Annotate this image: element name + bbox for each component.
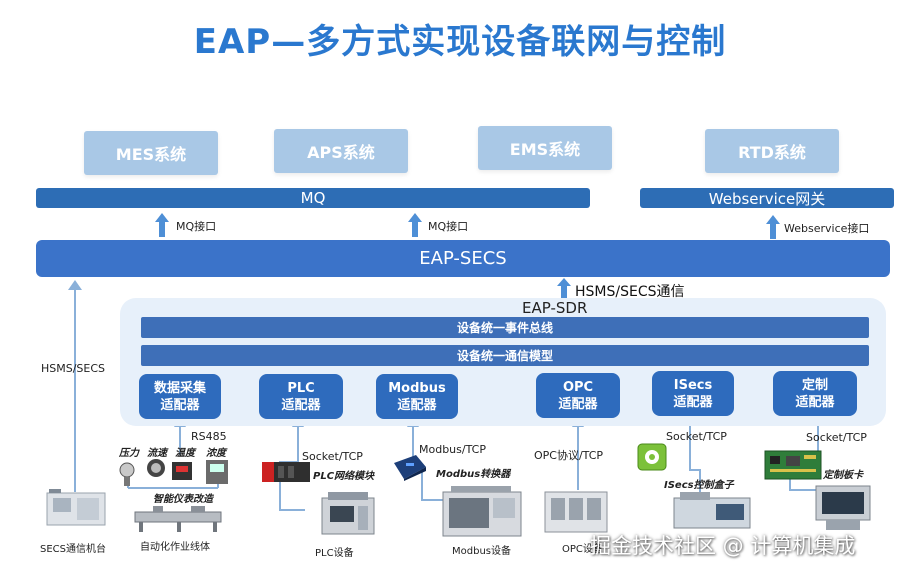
aps-system-box: APS系统 [274,129,408,173]
comm-model-label: 设备统一通信模型 [456,349,553,363]
webservice-bar-label: Webservice网关 [708,189,826,208]
page-title: EAP—多方式实现设备联网与控制 [193,22,727,62]
assembly-line-icon [134,506,222,532]
modbus-conn-label: Modbus/TCP [419,443,486,456]
plc-module-icon [262,462,310,482]
adapter-line2: 适配器 [160,397,200,413]
secs-machine-label: SECS通信机台 [40,544,106,555]
isecs-box-label: ISecs控制盒子 [664,480,734,491]
adapter-line2: 适配器 [281,397,321,413]
event-bus-bar: 设备统一事件总线 [141,317,869,338]
webservice-interface-arrow-icon [766,215,780,239]
opc-device-icon [544,491,608,533]
plc-conn-label: Socket/TCP [302,450,363,463]
watermark-text: 掘金技术社区 @ 计算机集成 [590,534,856,558]
mq-interface-label-1: MQ接口 [176,220,217,233]
sensor-meters-icon [119,459,228,486]
opc-conn-label: OPC协议/TCP [534,449,604,462]
eap-secs-bar: EAP-SECS [36,240,890,277]
rtd-system-label: RTD系统 [738,143,806,162]
modbus-device-label: Modbus设备 [452,546,511,557]
modbus-converter-icon [394,455,426,481]
custom-conn-label: Socket/TCP [806,431,867,444]
eap-secs-label: EAP-SECS [419,248,507,269]
adapter-line2: 适配器 [673,394,713,410]
opc-device-label: OPC设备 [562,544,603,555]
mq-interface-arrow-icon [155,213,169,237]
sensor-temp-label: 温度 [175,448,195,459]
custom-board-label: 定制板卡 [823,470,863,481]
adapter-line1: 数据采集 [153,380,206,396]
adapter-line1: Modbus [388,380,446,396]
rtd-system-box: RTD系统 [705,129,839,173]
mq-interface-label-2: MQ接口 [428,220,469,233]
modbus-converter-label: Modbus转换器 [436,469,511,480]
smart-meter-label: 智能仪表改造 [153,494,213,505]
webservice-interface-label: Webservice接口 [784,222,870,235]
mq-bar: MQ [36,188,590,208]
custom-device-icon [815,485,871,530]
ems-system-label: EMS系统 [509,140,581,159]
left-hsms-label: HSMS/SECS [41,362,106,375]
plc-device-icon [321,492,375,535]
modbus-device-icon [442,486,522,537]
adapter-line1: ISecs [673,377,713,393]
assembly-line-label: 自动化作业线体 [140,542,210,553]
sensor-flow-label: 流速 [147,448,167,459]
mes-system-label: MES系统 [115,145,187,164]
custom-adapter: 定制适配器 [773,371,857,416]
mq-interface-arrow-icon [408,213,422,237]
sensor-pressure-label: 压力 [119,448,139,459]
isecs-box-icon [637,443,667,471]
eap-sdr-title: EAP-SDR [522,299,588,317]
custom-board-icon [764,450,822,480]
plc-device-label: PLC设备 [315,548,354,559]
adapter-line1: PLC [287,380,315,396]
isecs-conn-label: Socket/TCP [666,430,727,443]
isecs-device-icon [673,492,751,529]
plc-module-label: PLC网络模块 [313,471,375,482]
adapter-line2: 适配器 [397,397,437,413]
adapter-line1: OPC [562,379,594,395]
secs-machine-icon [46,489,106,526]
ems-system-box: EMS系统 [478,126,612,170]
sensor-conc-label: 浓度 [206,448,226,459]
hsms-arrow-icon [557,278,571,300]
adapter-line2: 适配器 [558,396,598,412]
comm-model-bar: 设备统一通信模型 [141,345,869,366]
mes-system-box: MES系统 [84,131,218,175]
rs485-label: RS485 [191,430,227,443]
mq-bar-label: MQ [300,189,326,207]
adapter-line1: 定制 [801,377,828,393]
adapter-line2: 适配器 [795,394,835,410]
event-bus-label: 设备统一事件总线 [456,321,553,335]
hsms-secs-comm-label: HSMS/SECS通信 [575,284,685,300]
webservice-bar: Webservice网关 [640,188,894,208]
aps-system-label: APS系统 [307,143,375,162]
data-collection-adapter: 数据采集适配器 [139,374,221,419]
